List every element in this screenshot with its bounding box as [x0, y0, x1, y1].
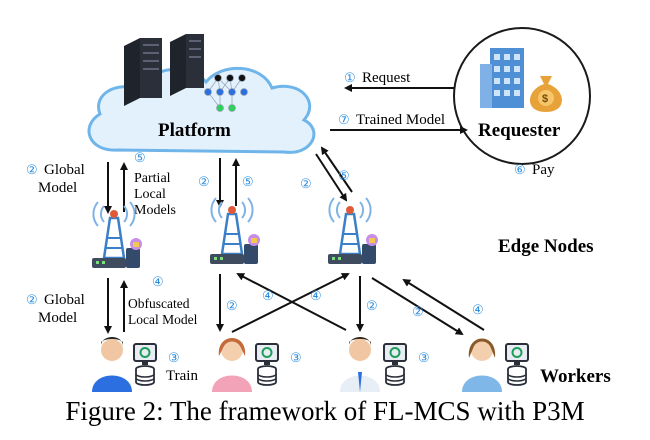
- computer-icon: [255, 343, 279, 386]
- step-7-number: ⑦: [338, 112, 350, 127]
- global-model-arrow-3: [315, 153, 348, 202]
- neural-network-icon: [204, 74, 248, 112]
- money-bag-icon: $: [530, 76, 562, 112]
- step-4-number-w4: ④: [472, 302, 484, 317]
- platform-label: Platform: [158, 120, 231, 141]
- step-5-number-top: ⑤: [134, 150, 146, 165]
- step-5-number-mid: ⑤: [242, 174, 254, 189]
- step-2-number-bottom: ②: [26, 292, 38, 307]
- partial-models-line3: Models: [134, 203, 176, 218]
- partial-model-arrow-3: [320, 146, 353, 193]
- computer-icon: [383, 343, 407, 386]
- computer-icon: [133, 343, 157, 386]
- figure-caption: Figure 2: The framework of FL-MCS with P…: [65, 396, 585, 426]
- person-icon: [462, 338, 502, 392]
- obfuscated-arrow-w3: [236, 273, 347, 331]
- step-2-number-top: ②: [26, 162, 38, 177]
- person-icon: [340, 337, 380, 392]
- edge-nodes-label: Edge Nodes: [498, 236, 594, 257]
- train-label: Train: [166, 368, 198, 384]
- workers-label: Workers: [540, 366, 611, 387]
- global-model-top-line1: Global: [44, 162, 85, 178]
- server-rack-icon: [124, 34, 204, 106]
- step-5-number-right: ⑤: [338, 168, 350, 183]
- step-7-label: Trained Model: [356, 112, 445, 128]
- step-3-number-w3: ③: [418, 350, 430, 365]
- step-1-label: Request: [362, 70, 411, 86]
- cell-tower-icon: [326, 196, 380, 266]
- step-6-label: Pay: [532, 162, 555, 178]
- step-4-number-left: ④: [152, 274, 164, 289]
- global-model-bottom-line1: Global: [44, 292, 85, 308]
- partial-models-line1: Partial: [134, 171, 171, 186]
- global-model-top-line2: Model: [38, 180, 77, 196]
- step-2-number-mid: ②: [198, 174, 210, 189]
- building-icon: [480, 48, 524, 108]
- step-2-number-w3: ②: [366, 298, 378, 313]
- step-6-number: ⑥: [514, 162, 526, 177]
- worker-1: ③ Train: [92, 337, 198, 392]
- requester-label: Requester: [478, 120, 561, 141]
- worker-3: ③: [340, 337, 430, 392]
- step-2-number-right: ②: [300, 176, 312, 191]
- step-4-number-w3: ④: [262, 288, 274, 303]
- step-2-number-w2: ②: [226, 298, 238, 313]
- obfuscated-arrow-w4: [402, 278, 485, 331]
- cell-tower-icon: [90, 200, 144, 270]
- computer-icon: [505, 343, 529, 386]
- step-3-number-w2: ③: [290, 350, 302, 365]
- step-3-number: ③: [168, 350, 180, 365]
- global-model-bottom-line2: Model: [38, 310, 77, 326]
- worker-4: [462, 338, 529, 392]
- obfuscated-label-line1: Obfuscated: [128, 296, 190, 311]
- fl-mcs-framework-diagram: Platform $ Requester ① Request ⑦ Trained…: [26, 27, 611, 392]
- obfuscated-label-line2: Local Model: [128, 312, 198, 327]
- person-icon: [212, 338, 252, 392]
- global-model-arrow-w4: [371, 277, 464, 336]
- cell-tower-icon: [208, 196, 262, 266]
- step-2-number-w4: ②: [412, 304, 424, 319]
- svg-text:$: $: [542, 93, 548, 105]
- partial-models-line2: Local: [134, 187, 166, 202]
- step-4-number-w2: ④: [310, 288, 322, 303]
- step-1-number: ①: [344, 70, 356, 85]
- obfuscated-arrow-w2: [231, 273, 350, 333]
- person-icon: [92, 337, 132, 392]
- worker-2: ③: [212, 338, 302, 392]
